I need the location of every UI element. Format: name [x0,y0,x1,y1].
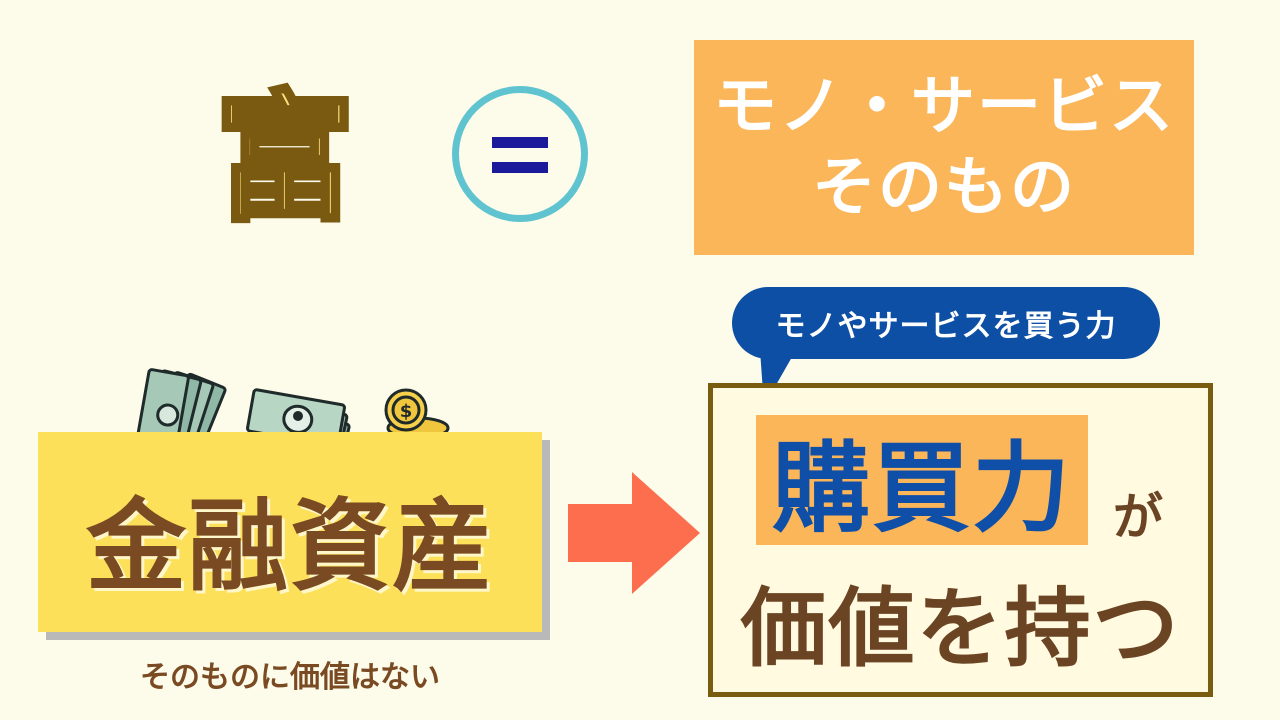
financial-assets-caption: そのものに価値はない [140,660,440,695]
goods-services-box: モノ・サービス そのもの [694,40,1194,255]
equals-bar-bottom [492,162,548,173]
purchasing-power-keyword: 購買力 [771,432,1072,546]
equals-icon [452,86,588,222]
speech-bubble-text: モノやサービスを買う力 [775,309,1117,344]
financial-assets-box: 金融資産 [38,432,542,632]
arrow-right-icon [568,472,700,594]
wealth-kanji: 富 [212,78,357,241]
particle-ga: が [1113,488,1163,546]
financial-assets-label: 金融資産 [86,487,494,605]
equals-bar-top [492,137,548,148]
goods-services-line-1: モノ・サービス [713,69,1175,144]
has-value-statement: 価値を持つ [740,578,1181,679]
goods-services-line-2: そのもの [812,150,1076,225]
keyword-highlight [756,415,1088,545]
speech-bubble: モノやサービスを買う力 [732,287,1160,359]
svg-text:$: $ [400,401,413,422]
